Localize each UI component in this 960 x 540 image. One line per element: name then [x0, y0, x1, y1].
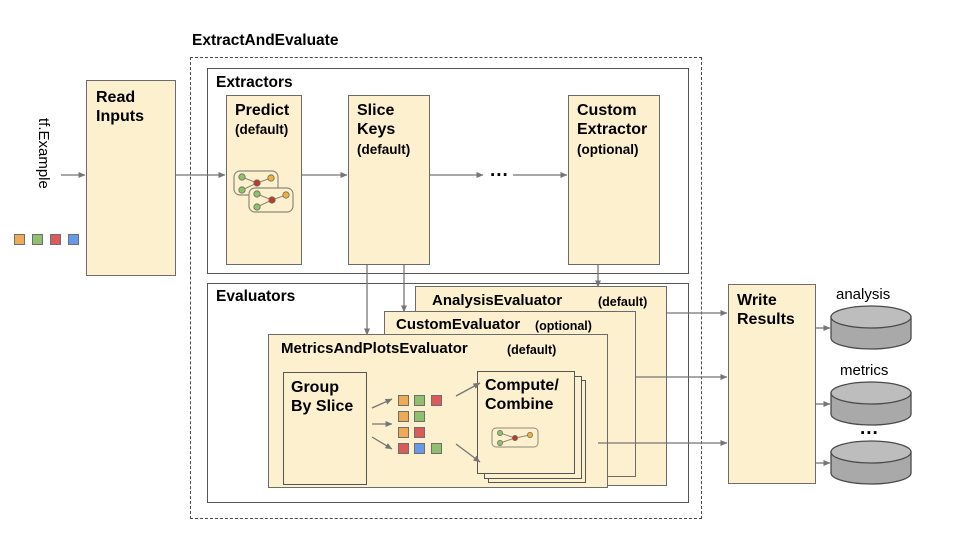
database-cylinder-other — [828, 440, 914, 491]
evaluator-analysis-name: AnalysisEvaluator — [432, 292, 563, 309]
slice-square — [431, 395, 442, 406]
database-cylinder-metrics — [828, 381, 914, 432]
extract-and-evaluate-container — [190, 57, 702, 519]
slice-square — [398, 395, 409, 406]
compute-combine-label: Compute/ Combine — [485, 377, 559, 413]
evaluator-custom-name: CustomEvaluator — [396, 316, 521, 333]
extractor-custom-box[interactable]: Custom Extractor (optional) — [568, 95, 660, 265]
extractor-slice-keys-qualifier: (default) — [357, 142, 411, 157]
legend-square-orange — [14, 234, 25, 245]
slice-square — [414, 395, 425, 406]
output-ellipsis-label: ... — [860, 418, 879, 439]
legend-square-red — [50, 234, 61, 245]
extractor-slice-keys-box[interactable]: Slice Keys (default) — [348, 95, 430, 265]
legend-square-green — [32, 234, 43, 245]
legend-square-blue — [68, 234, 79, 245]
slice-square — [398, 411, 409, 422]
write-results-box[interactable]: Write Results — [728, 284, 816, 484]
group-by-slice-label: Group By Slice — [291, 379, 354, 415]
extractors-group-label: Extractors — [216, 74, 293, 91]
slice-square — [398, 443, 409, 454]
group-by-slice-box[interactable]: Group By Slice — [283, 372, 367, 485]
input-label: tf.Example — [35, 118, 52, 189]
slice-square — [414, 411, 425, 422]
extractor-custom-name: Custom Extractor — [577, 102, 648, 138]
read-inputs-box[interactable]: Read Inputs — [86, 80, 176, 276]
evaluator-metrics-name: MetricsAndPlotsEvaluator — [281, 340, 468, 357]
extractor-predict-box[interactable]: Predict (default) — [226, 95, 302, 265]
slice-square — [414, 427, 425, 438]
evaluator-analysis-qualifier: (default) — [598, 295, 648, 309]
evaluator-custom-qualifier: (optional) — [535, 319, 592, 333]
extractor-predict-name: Predict — [235, 102, 290, 119]
slice-square — [398, 427, 409, 438]
database-cylinder-analysis — [828, 305, 914, 356]
pipeline-title: ExtractAndEvaluate — [192, 32, 339, 49]
extractor-custom-qualifier: (optional) — [577, 142, 639, 157]
write-results-label: Write Results — [737, 292, 795, 328]
extractor-slice-keys-name: Slice Keys — [357, 102, 396, 138]
evaluator-metrics-box[interactable]: MetricsAndPlotsEvaluator (default) Group… — [268, 334, 608, 488]
compute-combine-box[interactable]: Compute/ Combine — [477, 371, 575, 474]
evaluators-group-label: Evaluators — [216, 288, 296, 305]
output-analysis-label: analysis — [836, 286, 891, 303]
evaluator-metrics-qualifier: (default) — [507, 343, 557, 357]
evaluators-group: Evaluators — [207, 283, 689, 503]
extractors-group: Extractors — [207, 68, 689, 274]
slice-square — [414, 443, 425, 454]
extractor-predict-qualifier: (default) — [235, 122, 289, 137]
read-inputs-label: Read Inputs — [96, 89, 144, 125]
output-metrics-label: metrics — [840, 362, 889, 379]
extractors-ellipsis: ... — [490, 160, 509, 181]
slice-square — [431, 443, 442, 454]
